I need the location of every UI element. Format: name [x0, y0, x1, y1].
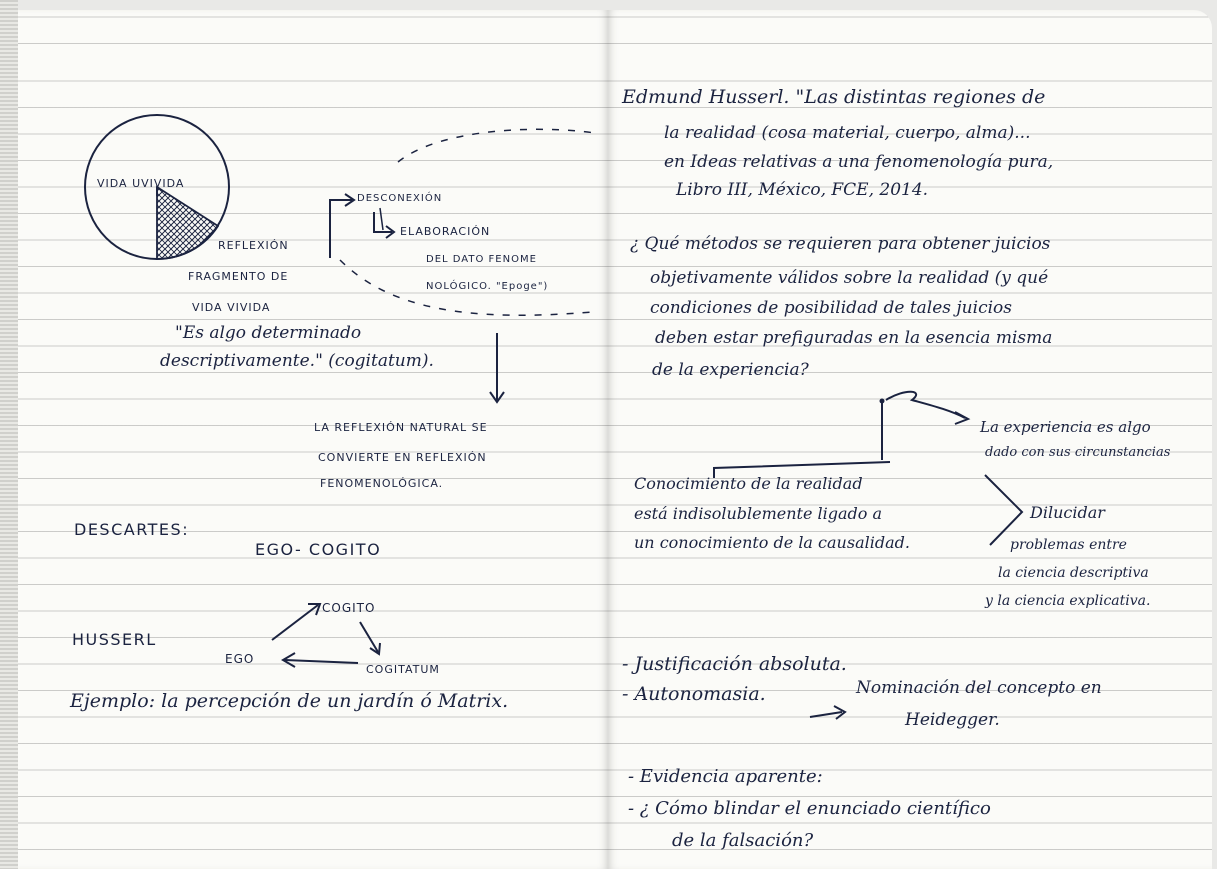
descartes-formula: EGO- COGITO	[255, 540, 382, 559]
conocimiento-line2: está indisolublemente ligado a	[634, 504, 883, 523]
descartes-label: DESCARTES:	[74, 520, 190, 539]
question-line2: objetivamente válidos sobre la realidad …	[650, 268, 1049, 288]
evidencia-line1: - Evidencia aparente:	[628, 766, 823, 787]
experiencia-note-line2: dado con sus circunstancias	[985, 445, 1171, 460]
question-line3: condiciones de posibilidad de tales juic…	[650, 298, 1012, 318]
justificacion-line: - Justificación absoluta.	[622, 653, 847, 675]
dilucidar-line1: Dilucidar	[1030, 503, 1105, 522]
circle-label: VIDA UVIVIDA	[97, 177, 185, 190]
husserl-cogito: COGITO	[322, 601, 376, 615]
experiencia-note-line1: La experiencia es algo	[980, 418, 1151, 436]
citation-line4: Libro III, México, FCE, 2014.	[676, 180, 929, 200]
dilucidar-line3: la ciencia descriptiva	[998, 565, 1149, 581]
husserl-cogitatum: COGITATUM	[366, 663, 440, 676]
husserl-ego: EGO	[225, 652, 255, 666]
husserl-label: HUSSERL	[72, 630, 157, 649]
left-page	[18, 10, 608, 869]
citation-line3: en Ideas relativas a una fenomenología p…	[664, 152, 1054, 172]
autonomasia-line: - Autonomasia.	[622, 683, 766, 705]
ejemplo-line: Ejemplo: la percepción de un jardín ó Ma…	[70, 690, 509, 712]
page-stack-edge	[0, 0, 18, 869]
evidencia-line3: de la falsación?	[672, 830, 814, 851]
reflexion-natural-line3: FENOMENOLÓGICA.	[320, 477, 444, 490]
question-line1: ¿ Qué métodos se requieren para obtener …	[630, 234, 1051, 254]
question-line5: de la experiencia?	[652, 360, 809, 380]
nominacion-line1: Nominación del concepto en	[856, 678, 1102, 698]
quote-line1: "Es algo determinado	[175, 323, 362, 343]
quote-line2: descriptivamente." (cogitatum).	[160, 351, 434, 371]
nominacion-line2: Heidegger.	[905, 710, 1000, 730]
dilucidar-line4: y la ciencia explicativa.	[985, 593, 1151, 609]
fragment-label-line1: FRAGMENTO DE	[188, 270, 289, 283]
elaboracion-line2: DEL DATO FENOME	[426, 254, 537, 265]
fragment-label-line2: VIDA VIVIDA	[192, 301, 271, 314]
reflexion-natural-line1: LA REFLEXIÓN NATURAL SE	[314, 421, 488, 434]
citation-line2: la realidad (cosa material, cuerpo, alma…	[664, 123, 1031, 143]
right-page	[608, 10, 1212, 869]
reflexion-natural-line2: CONVIERTE EN REFLEXIÓN	[318, 451, 487, 464]
evidencia-line2: - ¿ Cómo blindar el enunciado científico	[628, 798, 991, 819]
dilucidar-line2: problemas entre	[1010, 537, 1127, 553]
conocimiento-line3: un conocimiento de la causalidad.	[634, 533, 910, 552]
elaboracion-line3: NOLÓGICO. "Epoge")	[426, 281, 549, 292]
reflexion-label: REFLEXIÓN	[218, 239, 289, 252]
elaboracion-line1: ELABORACIÓN	[400, 225, 491, 238]
desconexion-label: DESCONEXIÓN	[357, 193, 443, 204]
citation-line1: Edmund Husserl. "Las distintas regiones …	[622, 86, 1046, 108]
conocimiento-line1: Conocimiento de la realidad	[634, 474, 863, 493]
question-line4: deben estar prefiguradas en la esencia m…	[655, 328, 1053, 348]
